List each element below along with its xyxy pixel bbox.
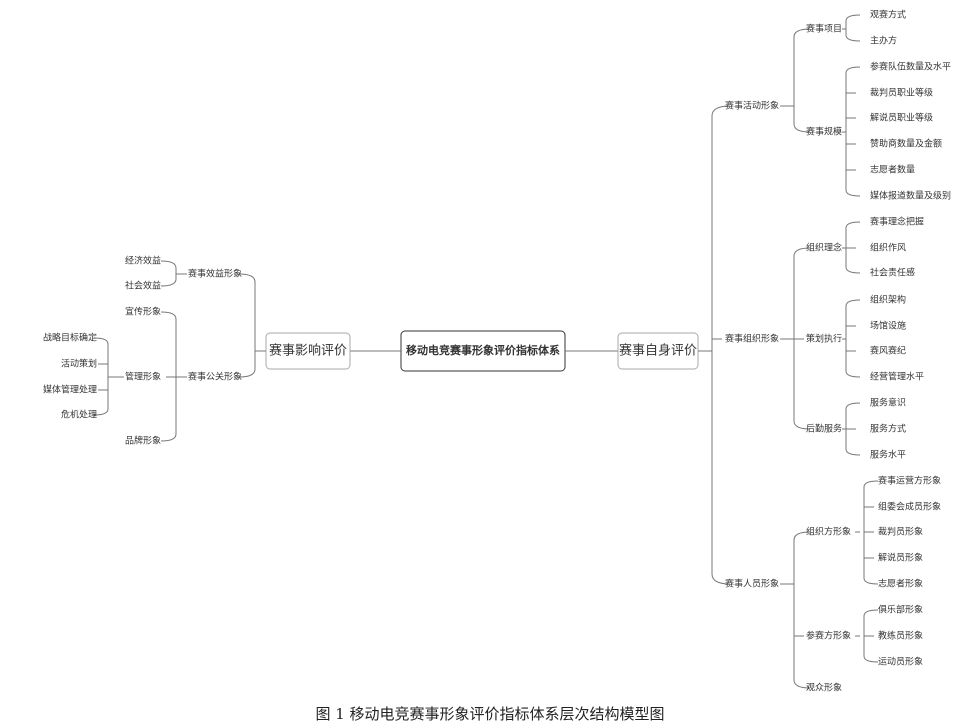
level4-right-label: 社会责任感 (870, 267, 915, 279)
level3-left-label: 宣传形象 (125, 306, 161, 318)
level3-right-label: 后勤服务 (806, 423, 842, 435)
level4-right-label: 场馆设施 (870, 320, 906, 332)
level4-right-label: 组织作风 (870, 242, 906, 254)
level3-left-label: 管理形象 (125, 371, 161, 383)
level3-left-label: 品牌形象 (125, 435, 161, 447)
level4-right-label: 参赛队伍数量及水平 (870, 61, 951, 73)
level2-left-label: 赛事公关形象 (188, 371, 242, 383)
level4-right-label: 赛风赛纪 (870, 345, 906, 357)
level2-left-label: 赛事效益形象 (188, 268, 242, 280)
level4-right-label: 赛事运营方形象 (878, 475, 941, 487)
left-branch-node-label: 赛事影响评价 (269, 343, 347, 359)
hierarchy-diagram: 移动电竞赛事形象评价指标体系 赛事影响评价 赛事自身评价 赛事活动形象 赛事项目 观赛方式… (43, 9, 951, 694)
level4-right-label: 解说员形象 (878, 552, 923, 564)
level4-right-label: 赛事理念把握 (870, 216, 924, 228)
level3-left-label: 经济效益 (125, 255, 161, 267)
bracket (711, 105, 731, 585)
level4-left-label: 活动策划 (61, 358, 97, 370)
level4-right-label: 裁判员职业等级 (870, 87, 933, 99)
level3-left-label: 社会效益 (125, 280, 161, 292)
bracket (793, 531, 811, 689)
level3-right-label: 策划执行 (806, 333, 842, 345)
level4-right-label: 教练员形象 (878, 630, 923, 642)
level4-right-label: 运动员形象 (878, 656, 923, 668)
level3-right-label: 观众形象 (806, 682, 842, 694)
bracket (93, 337, 109, 416)
bracket (160, 260, 177, 287)
level4-right-label: 组织架构 (870, 294, 906, 306)
level4-right-label: 裁判员形象 (878, 526, 923, 538)
level4-right-label: 观赛方式 (870, 9, 906, 21)
level4-right-label: 赞助商数量及金额 (870, 138, 942, 150)
right-branch-node-label: 赛事自身评价 (619, 343, 697, 359)
bracket (845, 66, 861, 197)
level4-right-label: 媒体报道数量及级别 (870, 190, 951, 202)
level4-left-label: 战略目标确定 (43, 332, 97, 344)
level4-right-label: 服务方式 (870, 423, 906, 435)
level4-left-label: 媒体管理处理 (43, 384, 97, 396)
level3-right-label: 赛事规模 (806, 126, 842, 138)
level4-right-label: 经营管理水平 (870, 371, 924, 383)
bracket (793, 28, 811, 133)
level3-right-label: 组织方形象 (806, 526, 851, 538)
level4-right-label: 服务水平 (870, 449, 906, 461)
level4-left-label: 危机处理 (61, 409, 97, 421)
level3-right-label: 组织理念 (806, 242, 842, 254)
level4-right-label: 服务意识 (870, 397, 906, 409)
bracket (845, 299, 861, 378)
bracket (238, 273, 256, 378)
level2-right-label: 赛事人员形象 (725, 578, 779, 590)
bracket (845, 14, 861, 42)
figure-caption: 图 1 移动电竞赛事形象评价指标体系层次结构模型图 (315, 705, 665, 723)
level4-right-label: 志愿者数量 (870, 164, 915, 176)
level4-right-label: 组委会成员形象 (878, 501, 941, 513)
level4-right-label: 志愿者形象 (878, 578, 923, 590)
root-node-label: 移动电竞赛事形象评价指标体系 (406, 343, 560, 357)
level2-right-label: 赛事活动形象 (725, 100, 779, 112)
level3-right-label: 赛事项目 (806, 23, 842, 35)
level4-right-label: 主办方 (870, 35, 897, 47)
level2-right-label: 赛事组织形象 (725, 333, 779, 345)
level3-right-label: 参赛方形象 (806, 630, 851, 642)
level4-right-label: 解说员职业等级 (870, 112, 933, 124)
level4-right-label: 俱乐部形象 (878, 604, 923, 616)
